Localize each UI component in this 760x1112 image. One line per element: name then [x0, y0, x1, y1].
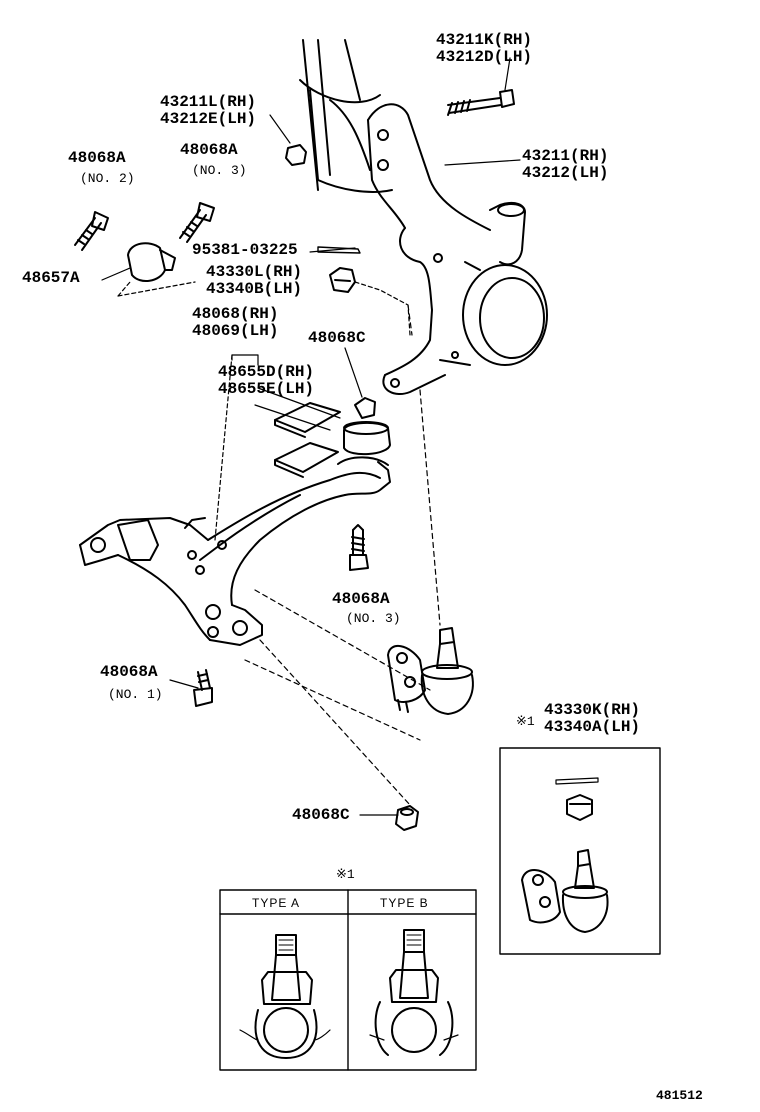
label-48068c-bottom: 48068C [292, 806, 350, 824]
type-a-title: TYPE A [252, 896, 301, 910]
bracket-drawing [117, 242, 196, 297]
bolt-no1-drawing [193, 669, 213, 707]
nut-bottom-drawing [395, 805, 419, 831]
dashed-lines [244, 304, 441, 806]
label-95381: 95381-03225 [192, 241, 298, 259]
lower-arm-drawing [79, 456, 391, 646]
label-48068a-no2: 48068A [68, 149, 126, 167]
label-48068a-no3a: 48068A [180, 141, 238, 159]
nut-top-drawing [269, 114, 307, 166]
ball-joint-drawing [387, 627, 474, 715]
label-no1: (NO. 1) [108, 687, 163, 702]
label-43330l: 43330L(RH) [206, 263, 303, 281]
diagram-id: 481512 [656, 1088, 703, 1103]
leader-lines [101, 159, 521, 816]
type-box-mark: ※1 [336, 867, 355, 882]
castle-nut-drawing [329, 267, 411, 336]
label-no3b: (NO. 3) [346, 611, 401, 626]
kit-mark: ※1 [516, 714, 535, 729]
type-b-title: TYPE B [380, 896, 429, 910]
bolt-no3b-drawing [349, 524, 369, 571]
type-box [219, 889, 477, 1071]
label-no2: (NO. 2) [80, 171, 135, 186]
label-43211: 43211(RH) [522, 147, 609, 165]
label-no3a: (NO. 3) [192, 163, 247, 178]
strut-drawing [299, 39, 393, 193]
bushing-drawing [274, 397, 391, 478]
label-48069: 48069(LH) [192, 322, 279, 340]
label-43211k: 43211K(RH) [436, 31, 533, 49]
label-48068a-no3b: 48068A [332, 590, 390, 608]
knuckle-drawing [367, 103, 548, 395]
kit-box [499, 747, 661, 955]
label-43212d: 43212D(LH) [436, 48, 533, 66]
bolt-top-drawing [447, 57, 515, 116]
label-48655d: 48655D(RH) [218, 363, 315, 381]
label-43340b: 43340B(LH) [206, 280, 303, 298]
cotter-pin-drawing [317, 246, 361, 254]
label-48655e: 48655E(LH) [218, 380, 315, 398]
label-43212e: 43212E(LH) [160, 110, 257, 128]
label-48657a: 48657A [22, 269, 80, 287]
label-43211l: 43211L(RH) [160, 93, 257, 111]
label-43340a: 43340A(LH) [544, 718, 641, 736]
label-43212: 43212(LH) [522, 164, 609, 182]
label-48068: 48068(RH) [192, 305, 279, 323]
label-43330k: 43330K(RH) [544, 701, 641, 719]
bolt-no3a-drawing [179, 202, 215, 243]
bolt-no2-drawing [74, 211, 109, 251]
label-48068a-no1: 48068A [100, 663, 158, 681]
label-48068c-top: 48068C [308, 329, 366, 347]
